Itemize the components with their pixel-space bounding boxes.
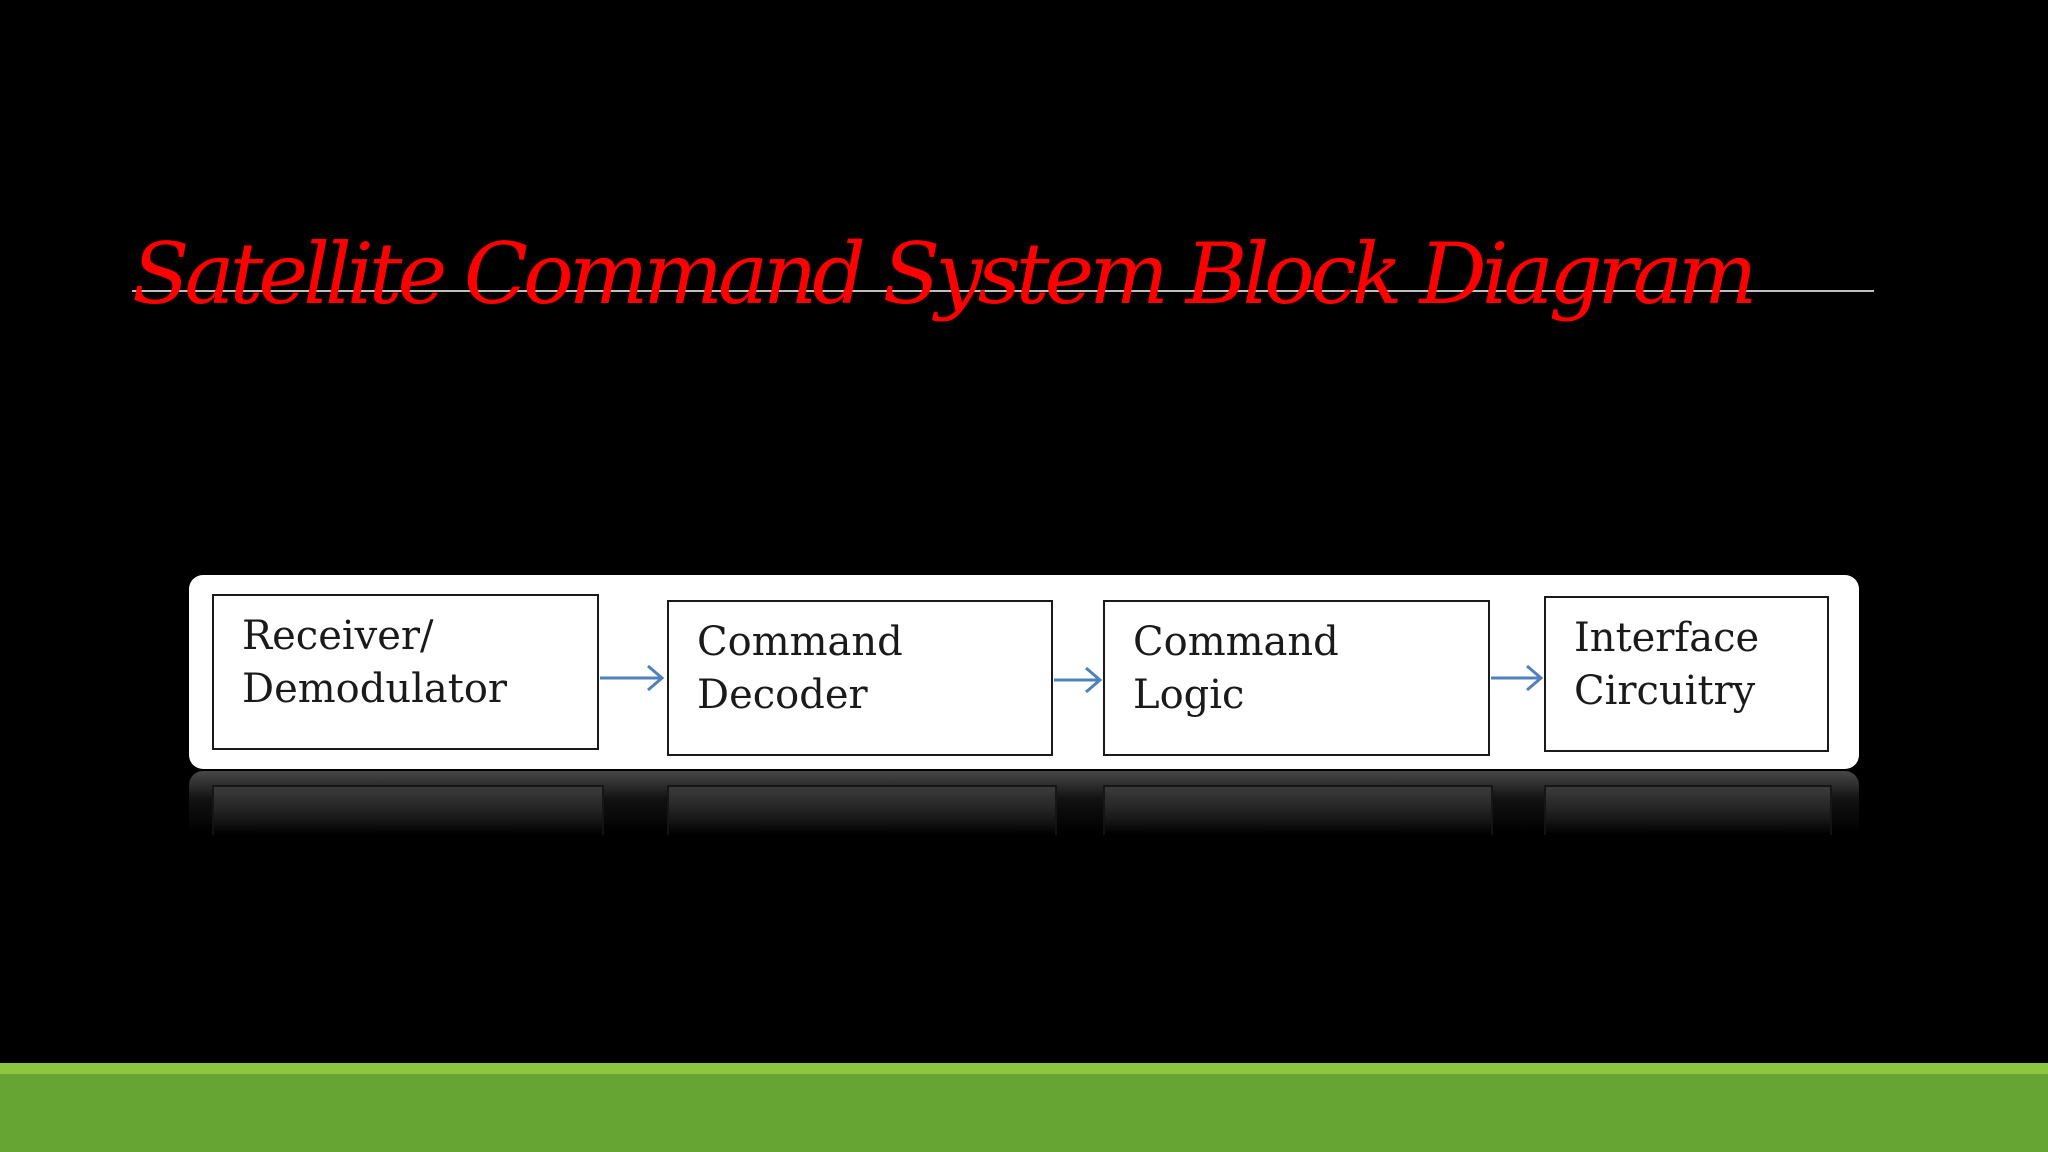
- diagram-reflection: [189, 771, 1859, 835]
- block-command-decoder: Command Decoder: [667, 600, 1053, 756]
- footer-accent-stripe: [0, 1063, 2048, 1074]
- block-label-line1: Command: [1133, 619, 1339, 665]
- block-label-line1: Command: [697, 619, 903, 665]
- block-label-line2: Demodulator: [242, 666, 508, 712]
- block-receiver-demodulator: Receiver/ Demodulator: [212, 594, 599, 750]
- arrow-right-icon: [1491, 664, 1544, 692]
- footer-bar: [0, 1074, 2048, 1152]
- block-interface-circuitry: Interface Circuitry: [1544, 596, 1829, 752]
- title-underline: [132, 290, 1874, 292]
- arrow-right-icon: [600, 664, 665, 692]
- slide-title: Satellite Command System Block Diagram: [132, 225, 1757, 323]
- block-label-line2: Logic: [1133, 672, 1245, 718]
- block-label-line2: Decoder: [697, 672, 868, 718]
- block-label-line1: Interface: [1574, 615, 1760, 661]
- block-command-logic: Command Logic: [1103, 600, 1490, 756]
- arrow-right-icon: [1054, 666, 1103, 694]
- block-label-line2: Circuitry: [1574, 668, 1756, 714]
- block-label-line1: Receiver/: [242, 613, 434, 659]
